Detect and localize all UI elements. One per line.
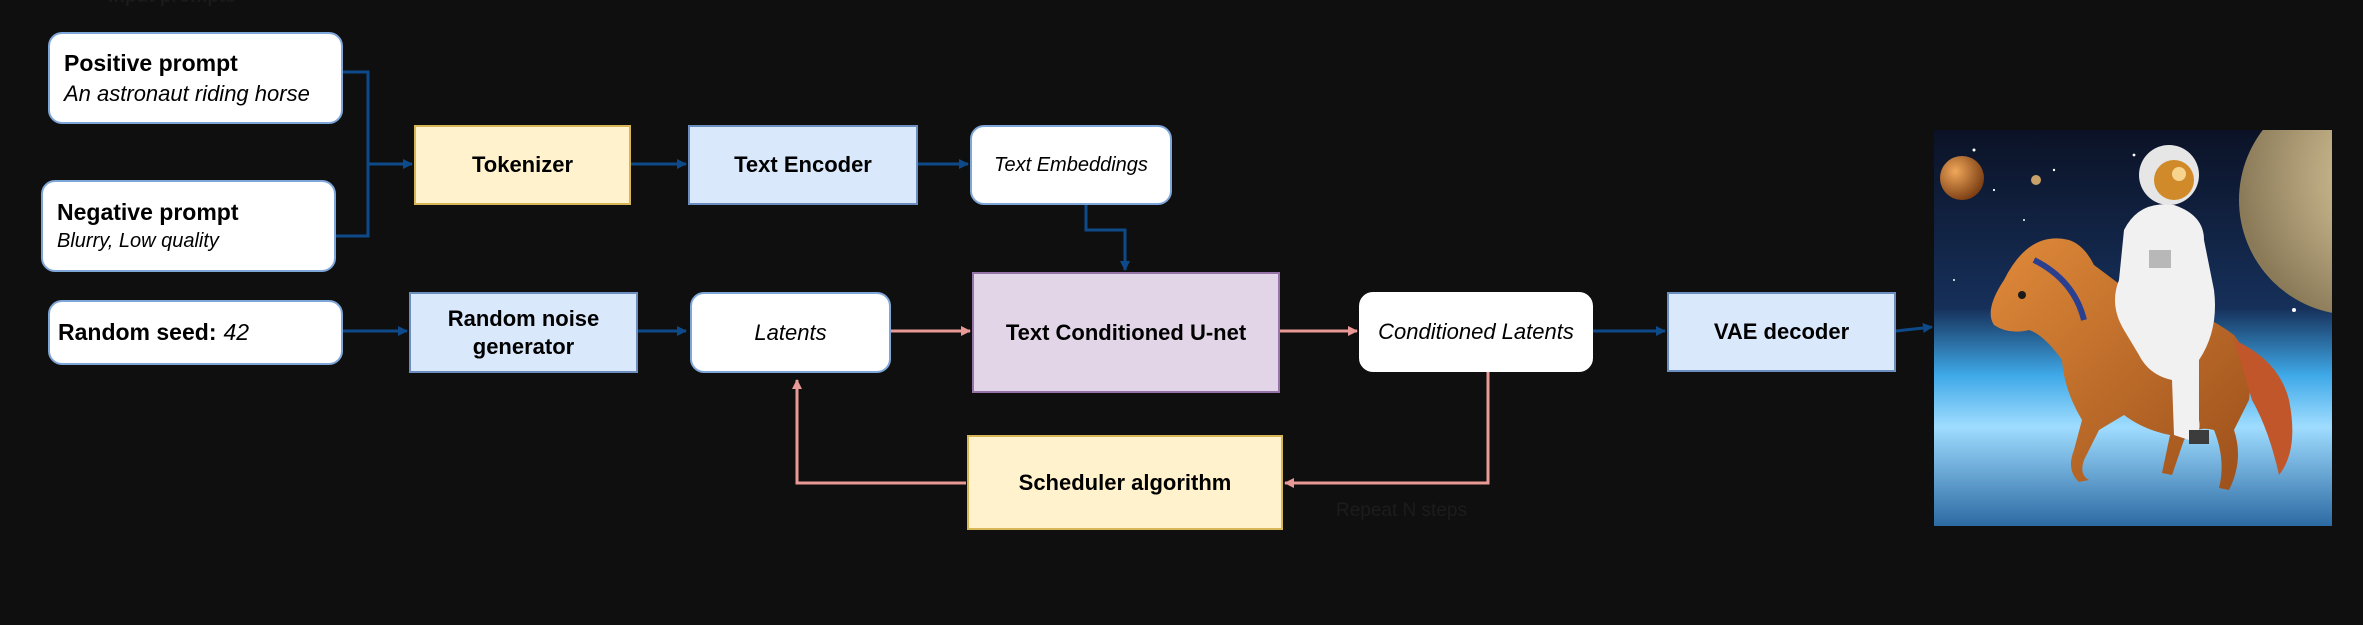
random-seed-box[interactable]: Random seed: 42 (48, 300, 343, 365)
negative-prompt-title: Negative prompt (57, 198, 239, 225)
random-noise-generator-node[interactable]: Random noise generator (409, 292, 638, 373)
scheduler-to-latents-arrow (792, 379, 966, 485)
text-embeddings-node[interactable]: Text Embeddings (970, 125, 1172, 205)
conditioned-to-scheduler-arrow (1284, 372, 1490, 488)
tokenizer-node[interactable]: Tokenizer (414, 125, 631, 205)
positive-prompt-box[interactable]: Positive prompt An astronaut riding hors… (48, 32, 343, 124)
input-prompts-caption: Input prompts (108, 0, 236, 8)
negative-prompt-box[interactable]: Negative prompt Blurry, Low quality (41, 180, 336, 272)
repeat-steps-caption: Repeat N steps (1336, 500, 1467, 521)
negative-to-tokenizer-connector (336, 164, 370, 238)
embeddings-to-unet-arrow (1084, 204, 1130, 271)
astronaut (2115, 145, 2215, 444)
vae-decoder-node[interactable]: VAE decoder (1667, 292, 1896, 372)
positive-prompt-value: An astronaut riding horse (64, 80, 310, 106)
random-seed-label: Random seed: (58, 319, 217, 345)
scheduler-algorithm-node[interactable]: Scheduler algorithm (967, 435, 1283, 530)
generated-image (1934, 130, 2332, 526)
positive-to-tokenizer-connector (343, 70, 413, 169)
negative-prompt-value: Blurry, Low quality (57, 230, 219, 253)
unet-node[interactable]: Text Conditioned U-net (972, 272, 1280, 393)
vae-to-image-arrow (1895, 323, 1933, 333)
conditioned-latents-node[interactable]: Conditioned Latents (1359, 292, 1593, 372)
text-encoder-node[interactable]: Text Encoder (688, 125, 918, 205)
random-seed-value: 42 (223, 319, 250, 345)
latents-node[interactable]: Latents (690, 292, 891, 373)
ringed-planet (2239, 130, 2332, 313)
positive-prompt-title: Positive prompt (64, 49, 238, 76)
